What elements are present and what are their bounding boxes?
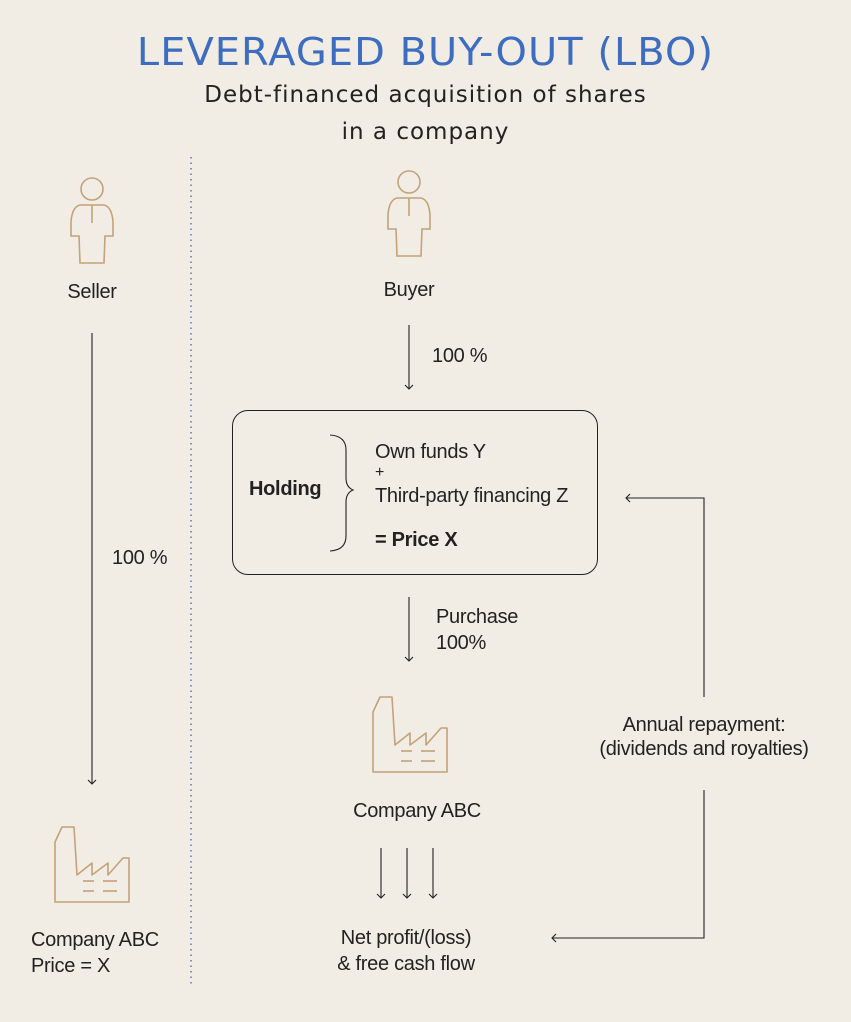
- company-left-label: Company ABC: [31, 929, 159, 951]
- seller-arrow-label: 100 %: [112, 547, 168, 569]
- subtitle-line-2: in a company: [341, 119, 510, 145]
- seller-label: Seller: [67, 281, 117, 303]
- holding-brace: [329, 434, 355, 552]
- own-funds-text: Own funds Y: [375, 441, 486, 463]
- factory-icon-center: [372, 696, 448, 773]
- buyer-person-icon: [387, 170, 431, 257]
- purchase-label-line1: Purchase: [436, 606, 519, 628]
- net-profit-line2: & free cash flow: [337, 953, 475, 975]
- subtitle-line-1: Debt-financed acquisition of shares: [204, 82, 647, 108]
- holding-box: [232, 410, 598, 575]
- repayment-arrow-upper: [625, 493, 705, 697]
- repayment-line-lower: [551, 790, 705, 943]
- buyer-arrow-label: 100 %: [432, 345, 488, 367]
- repayment-line1: Annual repayment:: [622, 714, 786, 736]
- repayment-line2: (dividends and royalties): [599, 738, 809, 760]
- third-party-text: Third-party financing Z: [375, 485, 569, 507]
- buyer-label: Buyer: [383, 279, 435, 301]
- price-text: = Price X: [375, 529, 458, 551]
- seller-person-icon: [70, 177, 114, 264]
- company-left-price: Price = X: [31, 955, 110, 977]
- purchase-label-line2: 100%: [436, 632, 486, 654]
- net-profit-line1: Net profit/(loss): [340, 927, 472, 949]
- page-title: LEVERAGED BUY-OUT (LBO): [136, 30, 715, 74]
- factory-icon-left: [54, 826, 130, 903]
- company-center-label: Company ABC: [353, 800, 481, 822]
- plus-sign: +: [375, 464, 385, 481]
- holding-label: Holding: [249, 478, 322, 500]
